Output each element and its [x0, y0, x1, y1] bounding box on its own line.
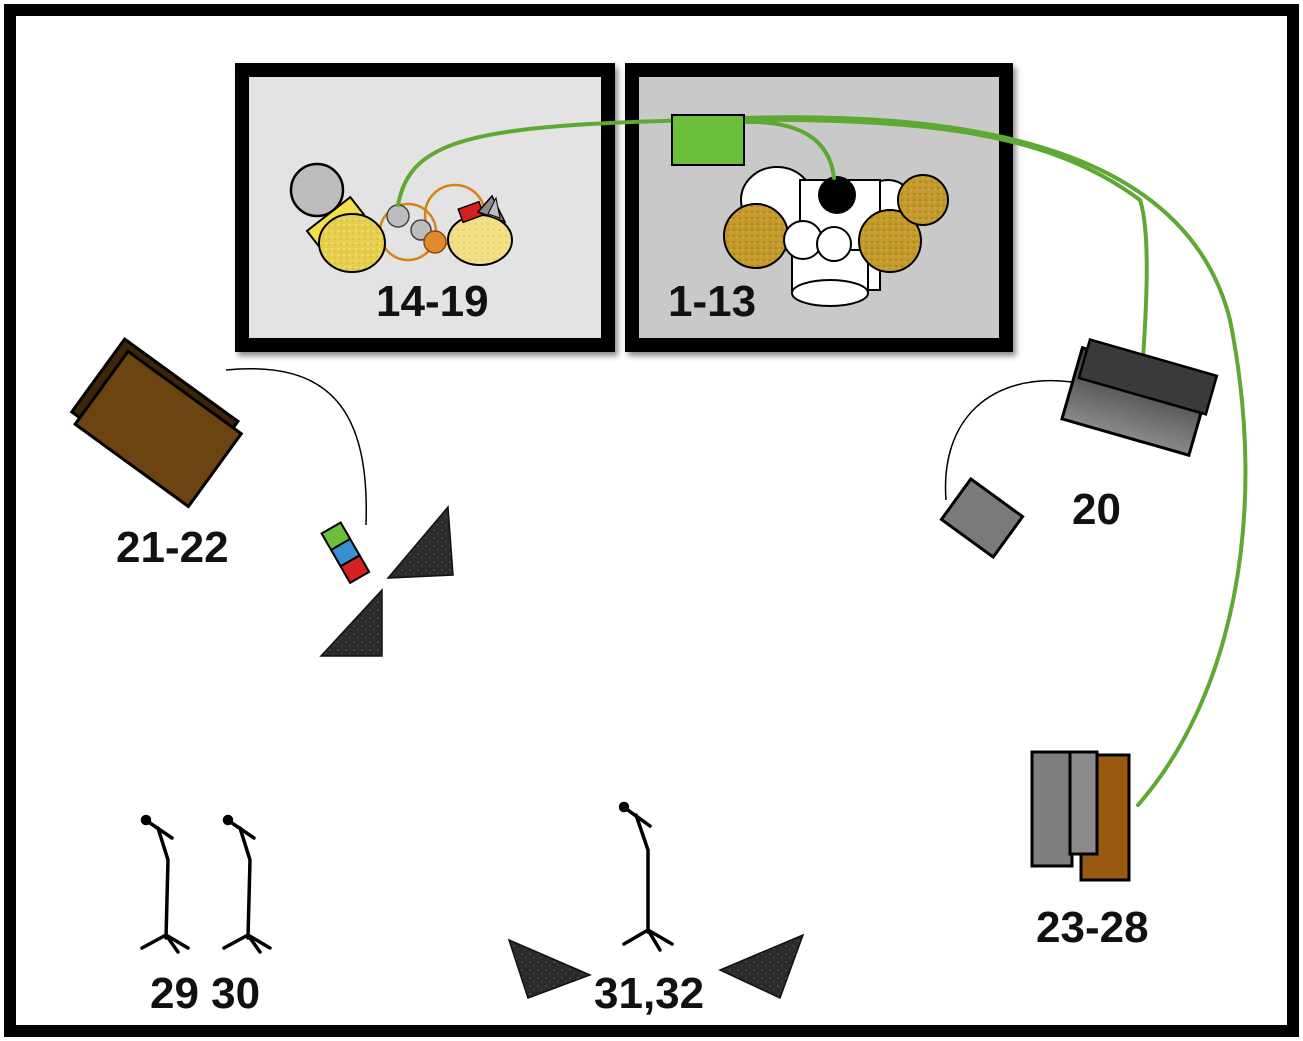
keyboard-amp-stack-icon: [1030, 750, 1131, 882]
monitor-wedge-icon: [718, 933, 805, 1000]
monitor-wedge-icon: [319, 588, 383, 657]
di-box-icon: [671, 114, 745, 166]
percussion-kit-icon: [289, 162, 513, 273]
green-cables: [396, 115, 1248, 807]
guitar-amp-icon: [1060, 337, 1219, 458]
mic-stand-icon: [618, 801, 674, 952]
label-drums: 1-13: [668, 277, 756, 326]
label-amp-stack: 23-28: [1036, 903, 1149, 952]
effect-unit-icon: [939, 476, 1025, 560]
monitor-wedge-icon: [507, 938, 593, 999]
mic-stand-icon: [222, 814, 272, 954]
label-percussion: 14-19: [376, 277, 489, 326]
label-vocal-left: 29 30: [150, 969, 260, 1018]
label-guitar-amp: 20: [1072, 485, 1121, 534]
monitor-wedge-icon: [386, 505, 454, 579]
drum-kit-icon: [723, 166, 949, 307]
label-bass-amp: 21-22: [116, 523, 229, 572]
mic-stand-icon: [140, 814, 190, 954]
pedal-board-icon: [320, 521, 371, 585]
instrument-cable: [225, 368, 367, 526]
instrument-cable: [944, 380, 1073, 501]
label-vocal-center: 31,32: [594, 969, 704, 1018]
bass-amp-icon: [69, 336, 244, 509]
